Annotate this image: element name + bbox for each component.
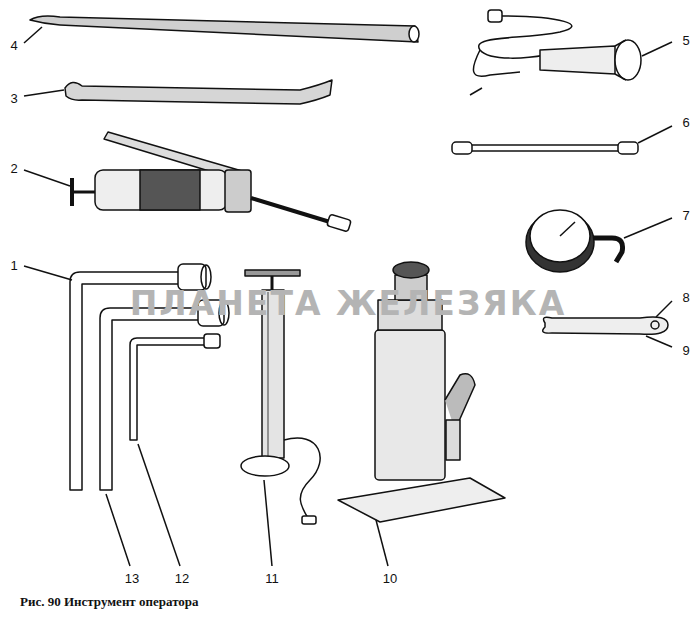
figure-caption: Рис. 90 Инструмент оператора [20, 594, 199, 610]
callout-number: 6 [682, 116, 689, 129]
callout-number: 9 [682, 344, 689, 357]
callout-number: 10 [383, 572, 397, 585]
callout-number: 4 [10, 39, 17, 52]
callout-number: 1 [10, 259, 17, 272]
callout-number: 2 [10, 162, 17, 175]
callout-number: 5 [682, 34, 689, 47]
callout-number: 12 [175, 572, 189, 585]
callout-number: 8 [682, 291, 689, 304]
callout-number: 13 [125, 572, 139, 585]
callout-number: 3 [10, 92, 17, 105]
callout-number: 11 [265, 572, 279, 585]
watermark: ПЛАНЕТА ЖЕЛЕЗЯКА [130, 284, 567, 323]
callout-number: 7 [682, 209, 689, 222]
